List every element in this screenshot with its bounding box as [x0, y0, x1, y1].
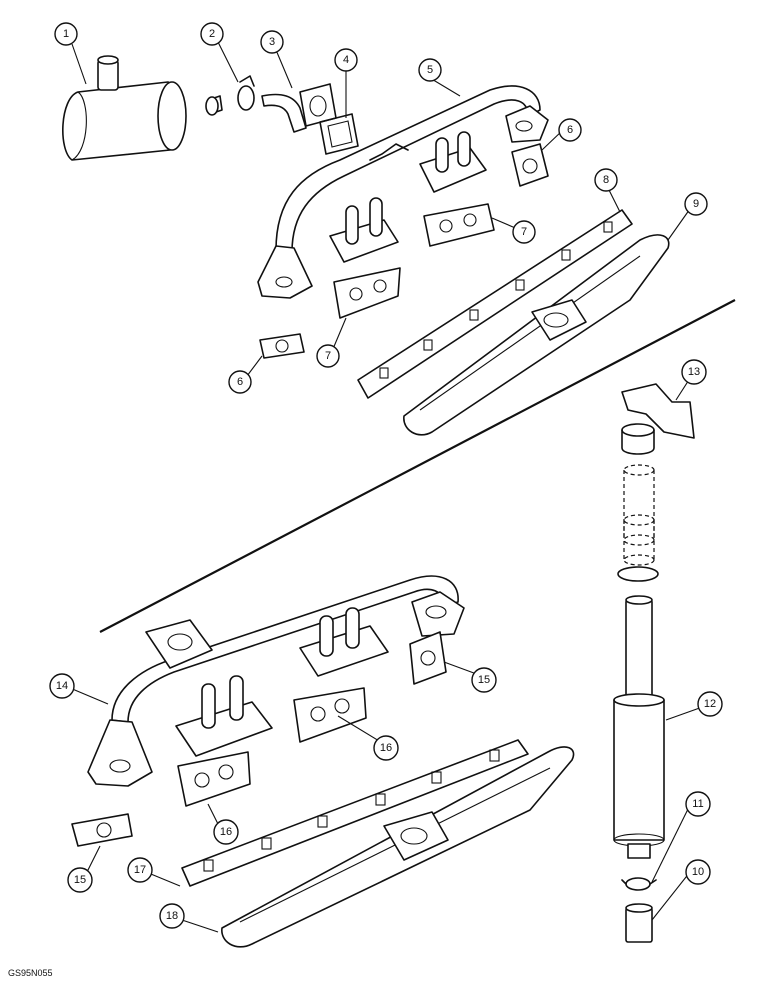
gasket-part-16-lower: [177, 751, 251, 807]
svg-text:1: 1: [63, 28, 69, 40]
svg-text:8: 8: [603, 174, 609, 186]
svg-text:4: 4: [343, 54, 349, 66]
elbow-pipe-part: [261, 83, 337, 133]
svg-text:16: 16: [220, 826, 232, 838]
svg-text:10: 10: [692, 866, 704, 878]
intake-gasket-part-8: [357, 209, 633, 399]
callout-16-upper: 16: [373, 735, 399, 761]
callout-12: 12: [697, 691, 723, 717]
callout-3: 3: [260, 30, 284, 54]
callout-6-lower: 6: [228, 370, 252, 394]
tailpipe-part-10: [625, 903, 653, 943]
gasket-part-15-lower: [71, 813, 133, 847]
intake-gasket-part-17: [181, 739, 529, 887]
upper-exhaust-manifold-part: [257, 85, 549, 299]
callout-4: 4: [334, 48, 358, 72]
callout-13: 13: [681, 359, 707, 385]
callout-1: 1: [54, 22, 78, 46]
svg-text:7: 7: [521, 226, 527, 238]
svg-text:16: 16: [380, 742, 392, 754]
gasket-part-4: [319, 113, 359, 155]
callout-8: 8: [594, 168, 618, 192]
gasket-part-6-lower: [259, 333, 305, 359]
bracket-part-13: [621, 383, 695, 455]
callout-15-lower: 15: [67, 867, 93, 893]
gasket-part-16-upper: [293, 687, 367, 743]
callout-14: 14: [49, 673, 75, 699]
callout-2: 2: [200, 22, 224, 46]
svg-text:9: 9: [693, 198, 699, 210]
callout-10: 10: [685, 859, 711, 885]
callout-5: 5: [418, 58, 442, 82]
svg-text:17: 17: [134, 864, 146, 876]
svg-text:2: 2: [209, 28, 215, 40]
gasket-part-15-upper: [409, 631, 447, 685]
svg-text:15: 15: [478, 674, 490, 686]
callout-17: 17: [127, 857, 153, 883]
vertical-muffler-part-12: [613, 595, 665, 859]
svg-text:13: 13: [688, 366, 700, 378]
svg-text:7: 7: [325, 350, 331, 362]
figure-reference-code: GS95N055: [8, 968, 53, 978]
svg-text:14: 14: [56, 680, 68, 692]
svg-text:3: 3: [269, 36, 275, 48]
svg-text:6: 6: [237, 376, 243, 388]
callout-9: 9: [684, 192, 708, 216]
clamp-part-upper: [237, 75, 255, 111]
gasket-part-6-upper: [511, 143, 549, 187]
section-divider-line: [99, 299, 736, 633]
callout-16-lower: 16: [213, 819, 239, 845]
svg-text:6: 6: [567, 124, 573, 136]
intake-manifold-part-9: [403, 234, 670, 436]
svg-text:18: 18: [166, 910, 178, 922]
svg-text:5: 5: [427, 64, 433, 76]
pipe-section-dashed: [617, 464, 659, 582]
lower-exhaust-manifold-part-14: [87, 575, 465, 787]
svg-text:15: 15: [74, 874, 86, 886]
callout-11: 11: [685, 791, 711, 817]
clamp-part-11: [621, 877, 657, 891]
muffler-part: [62, 55, 223, 161]
gasket-part-7-lower: [333, 267, 401, 319]
callout-7-upper: 7: [512, 220, 536, 244]
callout-7-lower: 7: [316, 344, 340, 368]
intake-manifold-part-18: [221, 746, 575, 948]
callout-6-upper: 6: [558, 118, 582, 142]
gasket-part-7-upper: [423, 203, 495, 247]
svg-text:11: 11: [692, 798, 703, 810]
svg-text:12: 12: [704, 698, 716, 710]
callout-15-upper: 15: [471, 667, 497, 693]
callout-18: 18: [159, 903, 185, 929]
